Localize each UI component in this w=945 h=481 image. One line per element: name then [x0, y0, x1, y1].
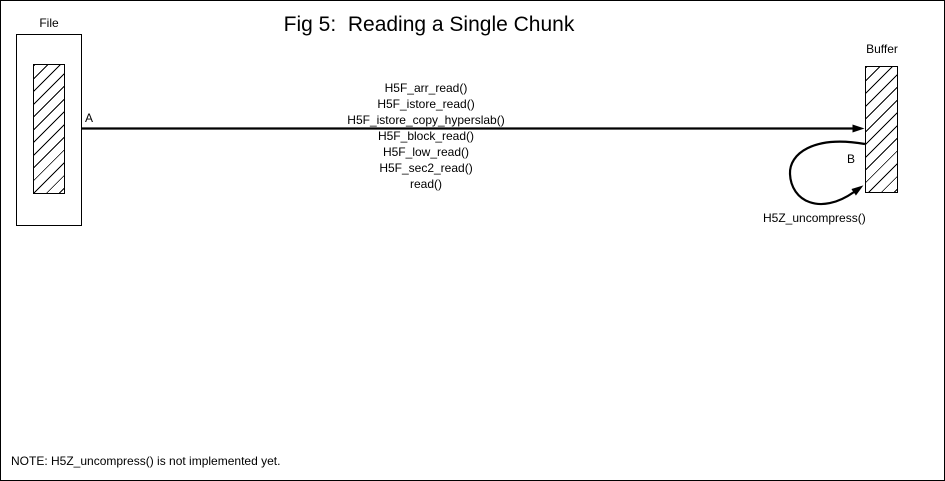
- file-chunk-hatch: [33, 64, 65, 194]
- call-stack-line: read(): [409, 177, 442, 191]
- call-stack-line: H5F_istore_copy_hyperslab(): [347, 113, 505, 127]
- buffer-label: Buffer: [866, 42, 898, 56]
- file-box: [16, 34, 82, 226]
- call-stack: H5F_arr_read() H5F_istore_read() H5F_istor…: [126, 80, 726, 192]
- call-stack-line: H5F_sec2_read(): [379, 161, 473, 175]
- note-text: NOTE: H5Z_uncompress() is not implemente…: [11, 454, 281, 468]
- figure-title: Fig 5: Reading a Single Chunk: [283, 13, 575, 36]
- call-stack-line: H5F_block_read(): [377, 129, 475, 143]
- call-stack-line: H5F_arr_read(): [384, 81, 468, 95]
- arrow-a-label: A: [85, 111, 94, 125]
- call-stack-line: H5F_low_read(): [382, 145, 470, 159]
- file-label: File: [39, 16, 59, 30]
- call-stack-line: H5F_istore_read(): [377, 97, 475, 111]
- buffer-box: [865, 66, 898, 193]
- arrow-b-label: B: [847, 152, 856, 166]
- uncompress-label: H5Z_uncompress(): [763, 211, 866, 225]
